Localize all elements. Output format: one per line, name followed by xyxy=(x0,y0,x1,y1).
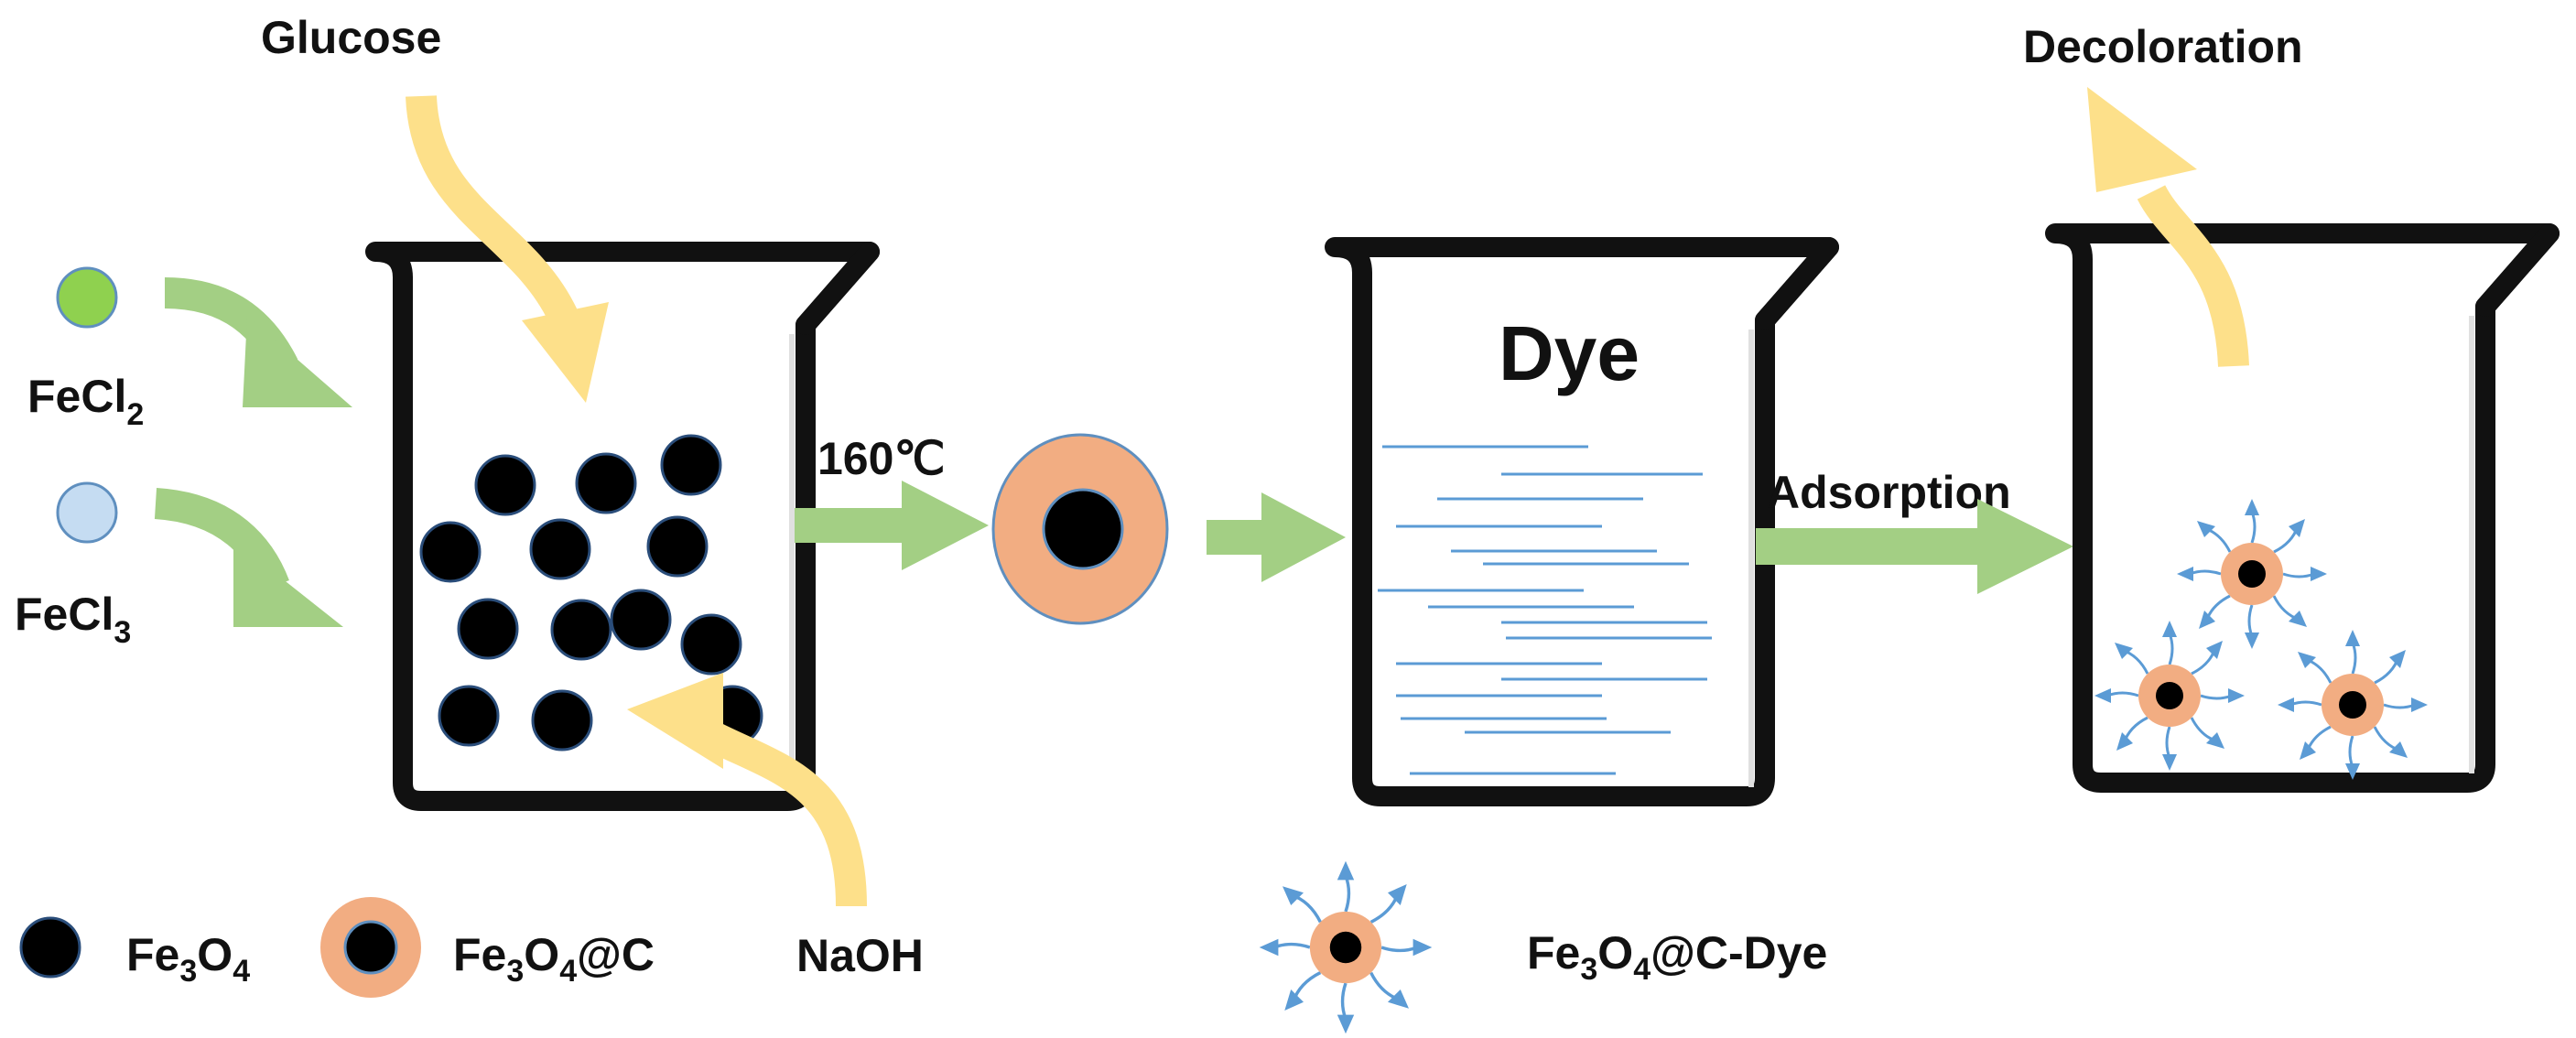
fecl3-circle xyxy=(56,481,118,544)
heating-arrow xyxy=(795,481,989,570)
naoh-arrow xyxy=(627,673,867,907)
naoh-label: NaOH xyxy=(796,930,924,981)
fe3o4-particle xyxy=(438,685,500,747)
decoloration-label: Decoloration xyxy=(2023,21,2303,72)
fecl2-label: FeCl2 xyxy=(27,371,144,432)
dye-label: Dye xyxy=(1499,310,1640,396)
dye-lines xyxy=(1378,445,1712,775)
fe3o4-particle xyxy=(474,454,536,516)
fecl3-label: FeCl3 xyxy=(15,589,131,650)
legend-fe3o4-c-dye-icon xyxy=(1257,859,1434,1036)
legend-fe3o4-c-dye-label: Fe3O4@C-Dye xyxy=(1527,927,1827,987)
fe3o4-particle xyxy=(550,599,612,661)
adsorption-arrow xyxy=(1756,499,2073,594)
legend-fe3o4-icon xyxy=(19,916,81,979)
fecl3-arrow xyxy=(154,488,343,627)
fecl2-arrow xyxy=(164,277,352,407)
fecl2-circle xyxy=(56,266,118,329)
fe3o4-particle xyxy=(419,521,482,583)
legend-fe3o4-c-label: Fe3O4@C xyxy=(453,929,655,989)
fe3o4-particle xyxy=(646,515,709,578)
fe3o4-particle xyxy=(529,518,591,580)
adsorption-label: Adsorption xyxy=(1767,467,2011,518)
legend-fe3o4-label: Fe3O4 xyxy=(126,929,250,989)
fe3o4-particle xyxy=(660,434,722,496)
beaker-decoloration xyxy=(2055,233,2549,783)
fe3o4-particle xyxy=(680,613,742,676)
fe3o4-particle xyxy=(610,589,672,651)
fe3o4-particle xyxy=(531,689,593,751)
to-dye-arrow xyxy=(1207,492,1346,582)
glucose-arrow xyxy=(406,94,609,403)
temperature-label: 160℃ xyxy=(817,433,946,484)
fe3o4-particle xyxy=(457,598,519,660)
fe3o4-c-particle xyxy=(991,433,1169,625)
legend-fe3o4-c-icon xyxy=(320,897,421,998)
glucose-label: Glucose xyxy=(261,12,441,63)
decoloration-arrow xyxy=(2087,87,2249,367)
fe3o4-particle xyxy=(575,452,637,514)
